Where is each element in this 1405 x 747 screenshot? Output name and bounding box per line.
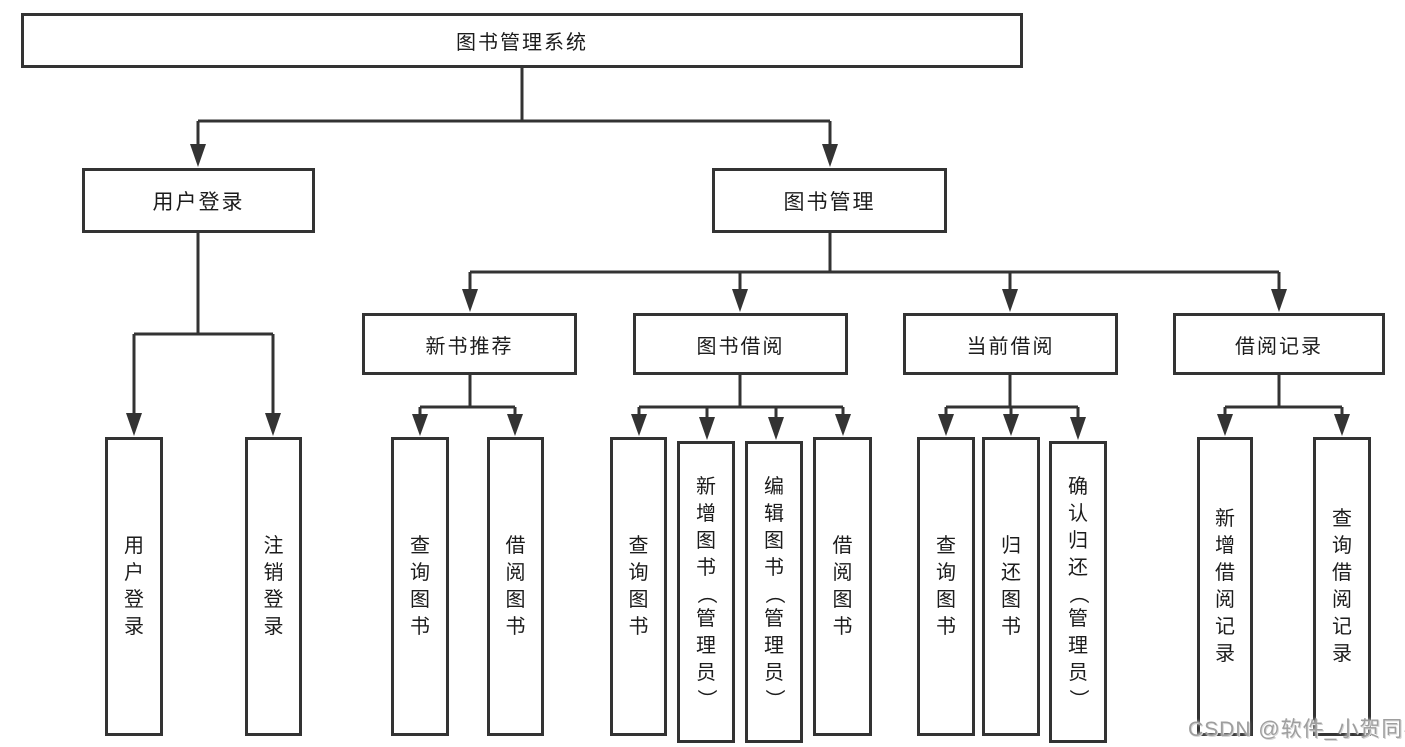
leaf-user-login: 用户登录 xyxy=(105,437,163,736)
node-book-borrow: 图书借阅 xyxy=(633,313,848,375)
node-new-book-recommend: 新书推荐 xyxy=(362,313,577,375)
leaf-query-books-recommend: 查询图书 xyxy=(391,437,449,736)
leaf-add-book-admin: 新增图书（管理员） xyxy=(677,441,735,743)
leaf-borrow-books: 借阅图书 xyxy=(813,437,872,736)
node-current-borrow: 当前借阅 xyxy=(903,313,1118,375)
node-root-library-system: 图书管理系统 xyxy=(21,13,1023,68)
leaf-borrow-books-recommend: 借阅图书 xyxy=(487,437,544,736)
node-book-management-branch: 图书管理 xyxy=(712,168,947,233)
csdn-watermark: CSDN @软件_小贺同学 xyxy=(1188,718,1405,741)
leaf-confirm-return-admin: 确认归还（管理员） xyxy=(1049,441,1107,743)
leaf-query-books-borrow: 查询图书 xyxy=(610,437,667,736)
leaf-query-borrow-record: 查询借阅记录 xyxy=(1313,437,1371,736)
leaf-logout: 注销登录 xyxy=(245,437,302,736)
leaf-return-books: 归还图书 xyxy=(982,437,1040,736)
leaf-add-borrow-record: 新增借阅记录 xyxy=(1197,437,1253,736)
leaf-edit-book-admin: 编辑图书（管理员） xyxy=(745,441,803,743)
node-user-login-branch: 用户登录 xyxy=(82,168,315,233)
leaf-query-books-current: 查询图书 xyxy=(917,437,975,736)
node-borrow-records: 借阅记录 xyxy=(1173,313,1385,375)
